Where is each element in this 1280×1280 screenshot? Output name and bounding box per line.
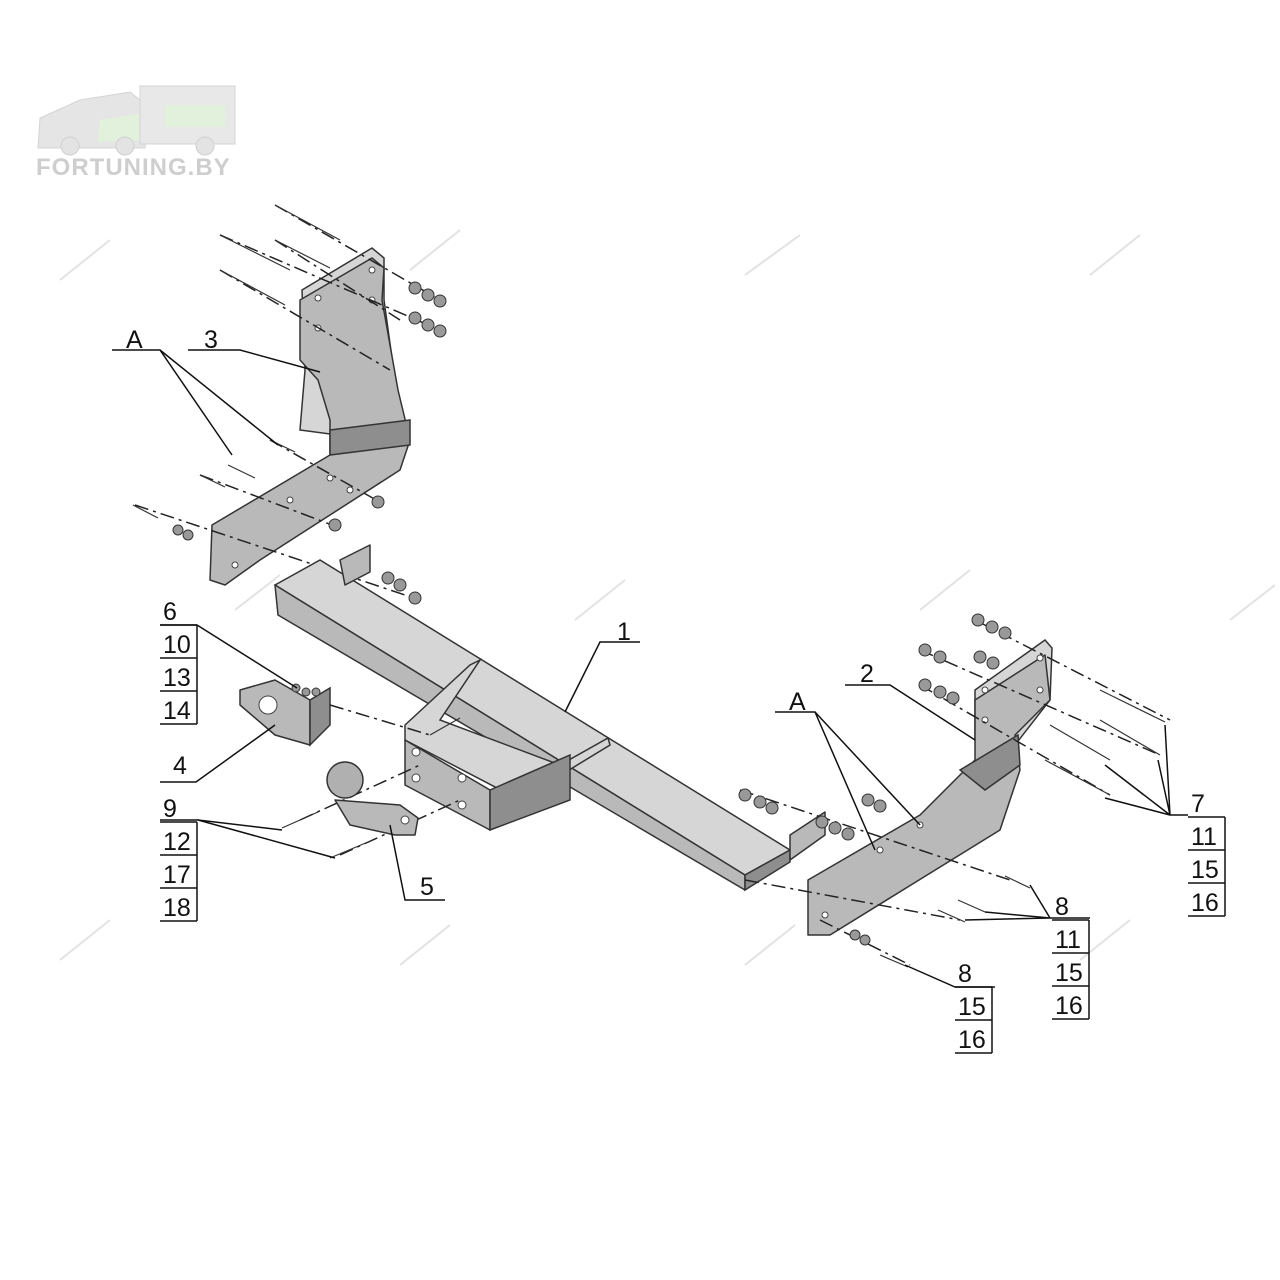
callout-labels: A 3 1 2 A 4 5	[126, 326, 874, 901]
callout-number: 12	[163, 828, 191, 856]
label-part-5: 5	[420, 873, 434, 901]
socket-plate-part-4	[239, 679, 431, 747]
callout-number: 13	[163, 664, 191, 692]
callout-number: 14	[163, 697, 191, 725]
label-A-left: A	[126, 326, 143, 354]
callout-number: 18	[163, 894, 191, 922]
callout-number: 16	[1191, 889, 1219, 917]
callout-number: 11	[1191, 823, 1217, 851]
label-part-1: 1	[617, 618, 631, 646]
right-fasteners	[738, 613, 1171, 968]
left-fasteners	[132, 204, 447, 605]
callout-number: 16	[958, 1026, 986, 1054]
callout-number: 9	[163, 795, 177, 823]
logo-text: FORTUNING.BY	[36, 154, 231, 181]
callout-group-group-8b: 8 15 16	[955, 960, 993, 1054]
callout-group-group-9: 9 12 17 18	[160, 795, 198, 922]
callout-number: 17	[163, 861, 191, 889]
callout-number: 15	[1055, 959, 1083, 987]
tow-ball-part-5	[281, 761, 461, 859]
callout-number: 8	[1055, 893, 1069, 921]
callout-number: 6	[163, 598, 177, 626]
label-part-4: 4	[173, 752, 187, 780]
callout-number: 16	[1055, 992, 1083, 1020]
watermark-marks	[59, 229, 1276, 966]
main-crossbar-part-1	[273, 544, 826, 892]
callout-group-group-7: 7 11 15 16	[1188, 790, 1226, 917]
left-bracket-part-3	[209, 247, 411, 586]
callout-group-group-6: 6 10 13 14	[160, 598, 198, 725]
callout-number: 15	[958, 993, 986, 1021]
callout-group-group-8a: 8 11 15 16	[1052, 893, 1090, 1020]
label-A-right: A	[789, 688, 806, 716]
label-part-3: 3	[204, 326, 218, 354]
right-bracket-part-2	[807, 638, 1053, 936]
callout-number: 11	[1055, 926, 1081, 954]
label-part-2: 2	[860, 660, 874, 688]
fortuning-logo: FORTUNING.BY	[36, 85, 236, 181]
callout-number: 15	[1191, 856, 1219, 884]
callout-number: 10	[163, 631, 191, 659]
callout-number: 7	[1191, 790, 1205, 818]
callout-number: 8	[958, 960, 972, 988]
